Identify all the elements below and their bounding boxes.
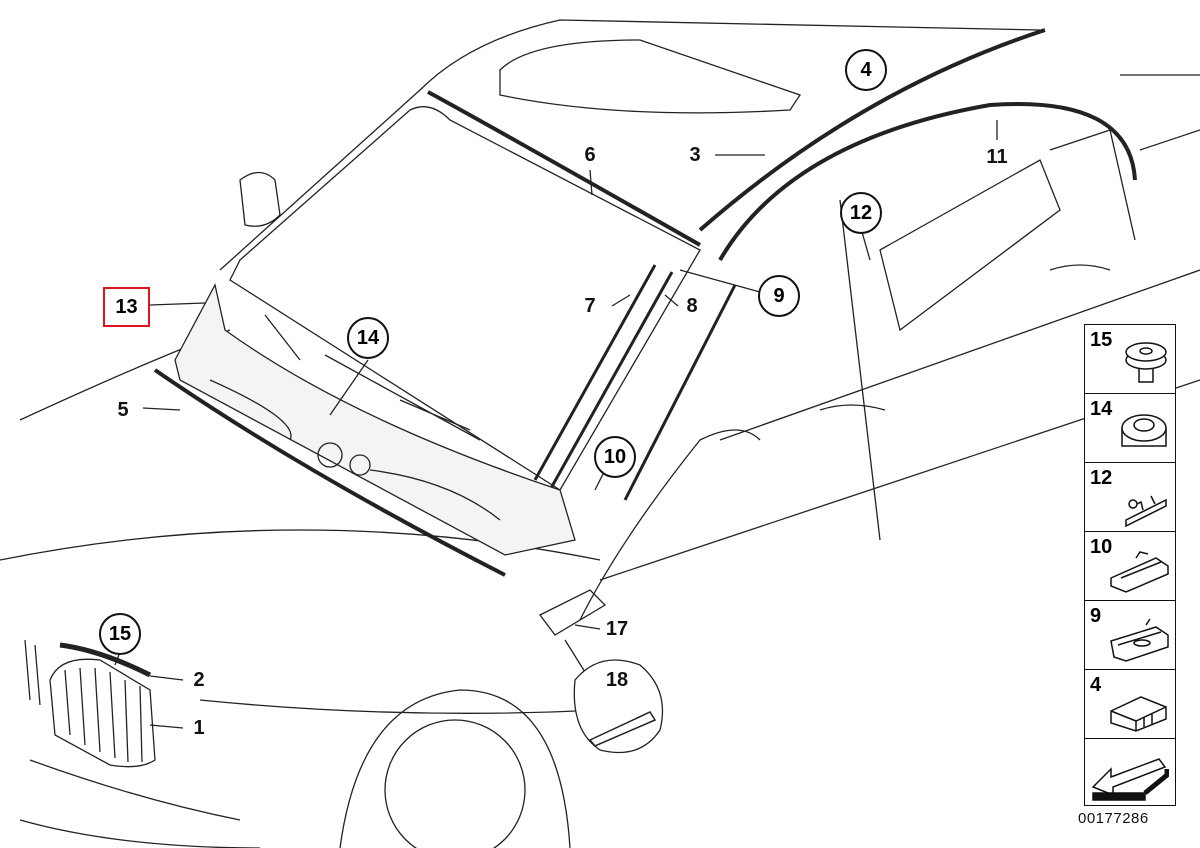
legend-item-4[interactable]: 4 [1085, 670, 1175, 739]
clip-9-icon [1110, 618, 1169, 662]
callout-5[interactable]: 5 [117, 399, 129, 421]
legend-item-14[interactable]: 14 [1085, 394, 1175, 463]
arrow-back-icon [1091, 758, 1169, 801]
callout-13-highlighted[interactable]: 13 [103, 287, 150, 327]
clip-10-icon [1110, 551, 1169, 593]
previous-page-arrow[interactable] [1085, 739, 1175, 809]
legend-label: 14 [1090, 398, 1113, 420]
diagram-code: 00177286 [1078, 810, 1149, 827]
legend-label: 12 [1090, 467, 1113, 489]
legend-label: 9 [1090, 605, 1102, 627]
clip-14-icon [1121, 414, 1167, 447]
legend-item-15[interactable]: 15 [1085, 325, 1175, 394]
callout-17[interactable]: 17 [605, 618, 629, 640]
callout-7[interactable]: 7 [584, 295, 596, 317]
callout-2[interactable]: 2 [193, 669, 205, 691]
legend-item-10[interactable]: 10 [1085, 532, 1175, 601]
callout-11[interactable]: 11 [986, 146, 1008, 168]
callout-12[interactable]: 12 [840, 192, 882, 234]
callout-10[interactable]: 10 [594, 436, 636, 478]
clip-15-icon [1125, 342, 1167, 383]
legend-item-12[interactable]: 12 [1085, 463, 1175, 532]
legend-item-9[interactable]: 9 [1085, 601, 1175, 670]
legend-label: 10 [1090, 536, 1113, 558]
legend-label: 4 [1090, 674, 1102, 696]
callout-4[interactable]: 4 [845, 49, 887, 91]
legend-label: 15 [1090, 329, 1113, 351]
callout-6[interactable]: 6 [584, 144, 596, 166]
callout-9[interactable]: 9 [758, 275, 800, 317]
clip-12-icon [1125, 495, 1167, 527]
callout-3[interactable]: 3 [689, 144, 701, 166]
callout-14[interactable]: 14 [347, 317, 389, 359]
callout-8[interactable]: 8 [686, 295, 698, 317]
callout-1[interactable]: 1 [193, 717, 205, 739]
fastener-legend-panel: 15 14 12 10 9 4 [1084, 324, 1176, 806]
callout-15[interactable]: 15 [99, 613, 141, 655]
callout-18[interactable]: 18 [605, 669, 629, 691]
callout-label: 13 [115, 295, 138, 318]
clip-4-icon [1110, 696, 1167, 732]
